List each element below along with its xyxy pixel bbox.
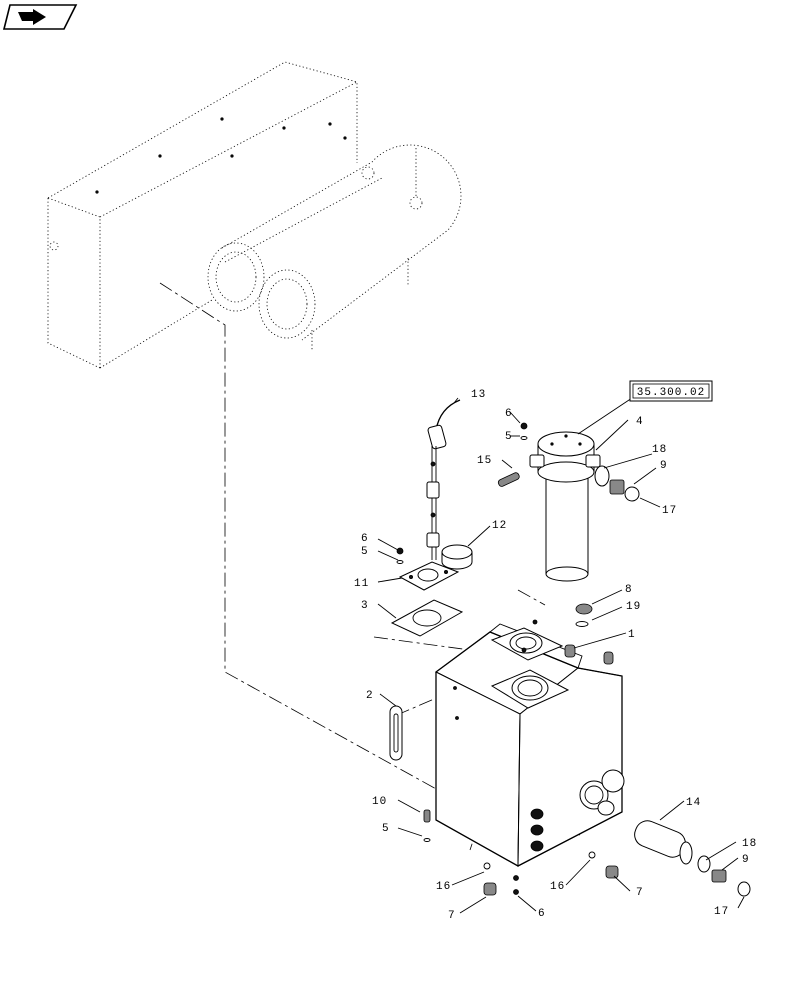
callout-8: 8 xyxy=(625,584,633,596)
callout-18: 18 xyxy=(742,838,757,850)
callout-17: 17 xyxy=(714,906,729,918)
return-filter-housing xyxy=(529,431,601,582)
reference-section-box[interactable]: 35.300.02 xyxy=(629,380,713,402)
callout-18: 18 xyxy=(652,444,667,456)
callout-11: 11 xyxy=(354,578,369,590)
cylinder-tank-outline xyxy=(207,144,462,350)
callout-6: 6 xyxy=(505,408,513,420)
callout-9: 9 xyxy=(660,460,668,472)
callout-5: 5 xyxy=(382,823,390,835)
plate-gasket xyxy=(390,599,464,637)
callout-5: 5 xyxy=(361,546,369,558)
callout-5: 5 xyxy=(505,431,513,443)
machine-frame-outline xyxy=(47,61,358,369)
callout-1: 1 xyxy=(628,629,636,641)
callout-7: 7 xyxy=(636,887,644,899)
return-arrow-icon[interactable] xyxy=(2,4,78,30)
callout-3: 3 xyxy=(361,600,369,612)
sensor-mount-plate xyxy=(398,561,460,591)
callout-6: 6 xyxy=(538,908,546,920)
callout-9: 9 xyxy=(742,854,750,866)
callout-15: 15 xyxy=(477,455,492,467)
small-fittings xyxy=(396,422,751,897)
callout-16: 16 xyxy=(550,881,565,893)
callout-leader-lines xyxy=(377,397,745,914)
callout-13: 13 xyxy=(471,389,486,401)
callout-2: 2 xyxy=(366,690,374,702)
callout-17: 17 xyxy=(662,505,677,517)
level-sensor-assembly xyxy=(426,399,461,560)
hydraulic-reservoir-tank xyxy=(435,619,625,867)
callout-6: 6 xyxy=(361,533,369,545)
callout-16: 16 xyxy=(436,881,451,893)
sight-level-gauge xyxy=(389,705,403,761)
reference-section-label: 35.300.02 xyxy=(637,387,705,399)
callout-7: 7 xyxy=(448,910,456,922)
callout-10: 10 xyxy=(372,796,387,808)
callout-12: 12 xyxy=(492,520,507,532)
callout-4: 4 xyxy=(636,416,644,428)
callout-labels: 13 6 5 4 15 18 9 17 12 6 5 11 3 8 19 1 2… xyxy=(354,389,757,922)
breather-cap xyxy=(441,544,473,570)
callout-19: 19 xyxy=(626,601,641,613)
callout-14: 14 xyxy=(686,797,701,809)
